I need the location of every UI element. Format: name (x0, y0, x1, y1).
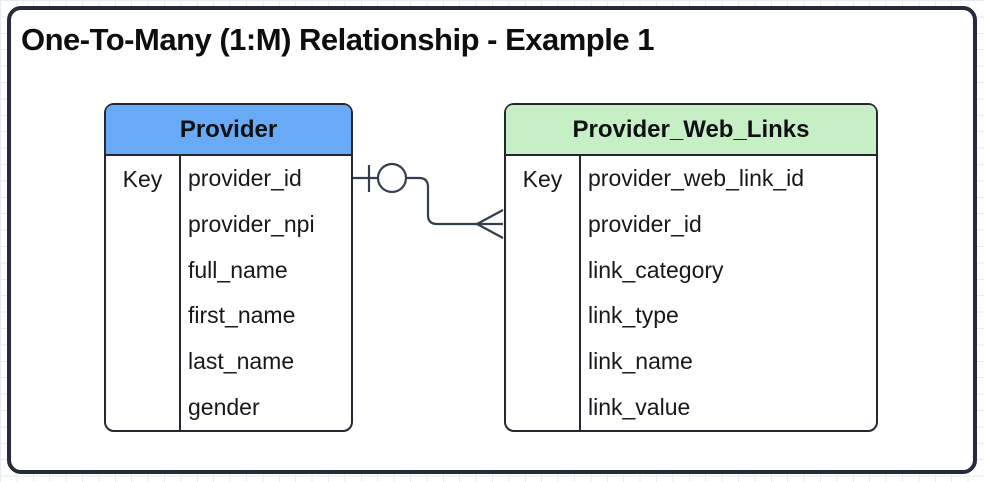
attribute-row: first_name (188, 302, 296, 329)
attribute-row: full_name (188, 256, 288, 283)
entity-table-provider: Provider Key provider_id provider_npi fu… (104, 103, 353, 432)
web-links-attribute-column: provider_web_link_id provider_id link_ca… (581, 156, 876, 430)
attribute-row: provider_web_link_id (588, 165, 805, 192)
entity-table-provider-web-links: Provider_Web_Links Key provider_web_link… (504, 103, 878, 432)
attribute-row: link_name (588, 348, 693, 375)
attribute-row: link_category (588, 256, 724, 283)
provider-key-label: Key (122, 165, 163, 192)
attribute-row: gender (188, 393, 260, 420)
provider-attribute-column: provider_id provider_npi full_name first… (181, 156, 351, 430)
attribute-row: provider_npi (188, 211, 315, 237)
web-links-key-label: Key (522, 165, 563, 192)
web-links-table-header: Provider_Web_Links (506, 105, 876, 156)
attribute-row: last_name (188, 348, 295, 375)
attribute-row: link_value (588, 393, 691, 420)
attribute-row: provider_id (188, 165, 302, 192)
web-links-table-body: Key provider_web_link_id provider_id lin… (506, 156, 876, 430)
attribute-row: provider_id (588, 211, 702, 237)
attribute-row: link_type (588, 302, 679, 329)
provider-table-header: Provider (106, 105, 351, 156)
diagram-title: One-To-Many (1:M) Relationship - Example… (21, 22, 654, 57)
provider-key-column: Key (106, 156, 181, 430)
web-links-key-column: Key (506, 156, 581, 430)
provider-table-body: Key provider_id provider_npi full_name f… (106, 156, 351, 430)
